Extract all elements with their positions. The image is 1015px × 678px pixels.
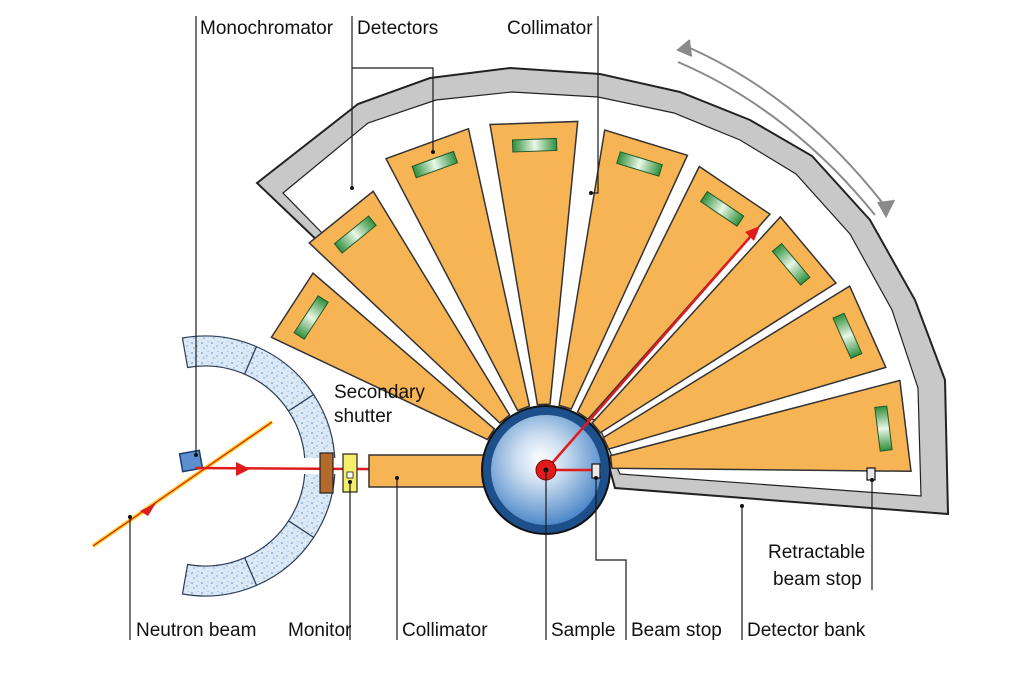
label-detector-bank: Detector bank [747,620,866,641]
dot-neutron-beam [128,515,132,519]
monochromator-shield-segment [181,557,258,597]
rotation-arrow-head-top [676,39,693,57]
beam-arrow-1 [236,462,250,476]
label-beam-stop: Beam stop [631,620,722,641]
rotation-arrows [676,39,895,219]
detector [832,312,863,359]
collimator-wedge [591,215,838,434]
monochromator-shield-segment [243,520,315,587]
collimator-wedge [602,285,887,450]
label-collimator-bottom: Collimator [402,620,488,641]
detector [874,405,893,452]
diffracted-beam-arrow [745,226,760,241]
detector [333,215,377,254]
dot-detector-bank [740,504,744,508]
collimator-wedge [558,129,689,410]
dot-collimator-bottom [395,476,399,480]
leader-lines [129,16,873,640]
rotation-arrow-head-bottom [877,199,895,219]
leader-collimator-top [591,16,599,194]
leader-dots [128,150,874,519]
rotation-arrow-outer [682,44,889,211]
collimator-wedge [489,120,579,406]
beam-stop [591,463,601,479]
dot-monochromator [194,453,198,457]
label-monochromator: Monochromator [200,18,334,39]
label-retractable-2: beam stop [773,569,862,590]
collimator-wedge [384,127,531,412]
collimator-wedge [270,272,496,441]
detector [699,190,745,227]
diffracted-beam [545,227,759,471]
primary-collimator [368,454,500,488]
collimator-wedge [308,190,511,424]
detector [411,150,459,179]
neutron-beam-core [92,421,273,547]
label-secondary-shutter-1: Secondary [334,382,425,403]
detector [511,137,558,153]
detector [293,295,329,340]
detector [771,242,811,286]
retractable-beam-stop [866,467,876,481]
label-monitor: Monitor [288,620,352,641]
collimator-wedges [270,120,912,473]
label-neutron-beam: Neutron beam [136,620,256,641]
rotation-arrow-inner [677,61,876,216]
collimator-wedge [609,379,912,473]
label-detectors: Detectors [357,18,438,39]
leader-beam-stop [595,478,627,640]
neutron-beam-arrow [140,503,156,516]
label-retractable-1: Retractable [768,542,865,563]
monitor-inner [346,471,354,479]
label-secondary-shutter-2: shutter [334,406,393,427]
dot-monitor [348,480,352,484]
dot-collimator-top [589,191,593,195]
label-collimator-top: Collimator [507,18,593,39]
dot-detectors-2 [431,150,435,154]
dot-beam-stop [594,476,598,480]
leader-detectors-2 [352,67,434,152]
monochromator-shield-segment [181,335,258,375]
dot-retractable [870,478,874,482]
secondary-shutter [319,452,334,494]
label-sample: Sample [551,620,615,641]
dot-detectors [350,186,354,190]
detector [616,151,663,177]
